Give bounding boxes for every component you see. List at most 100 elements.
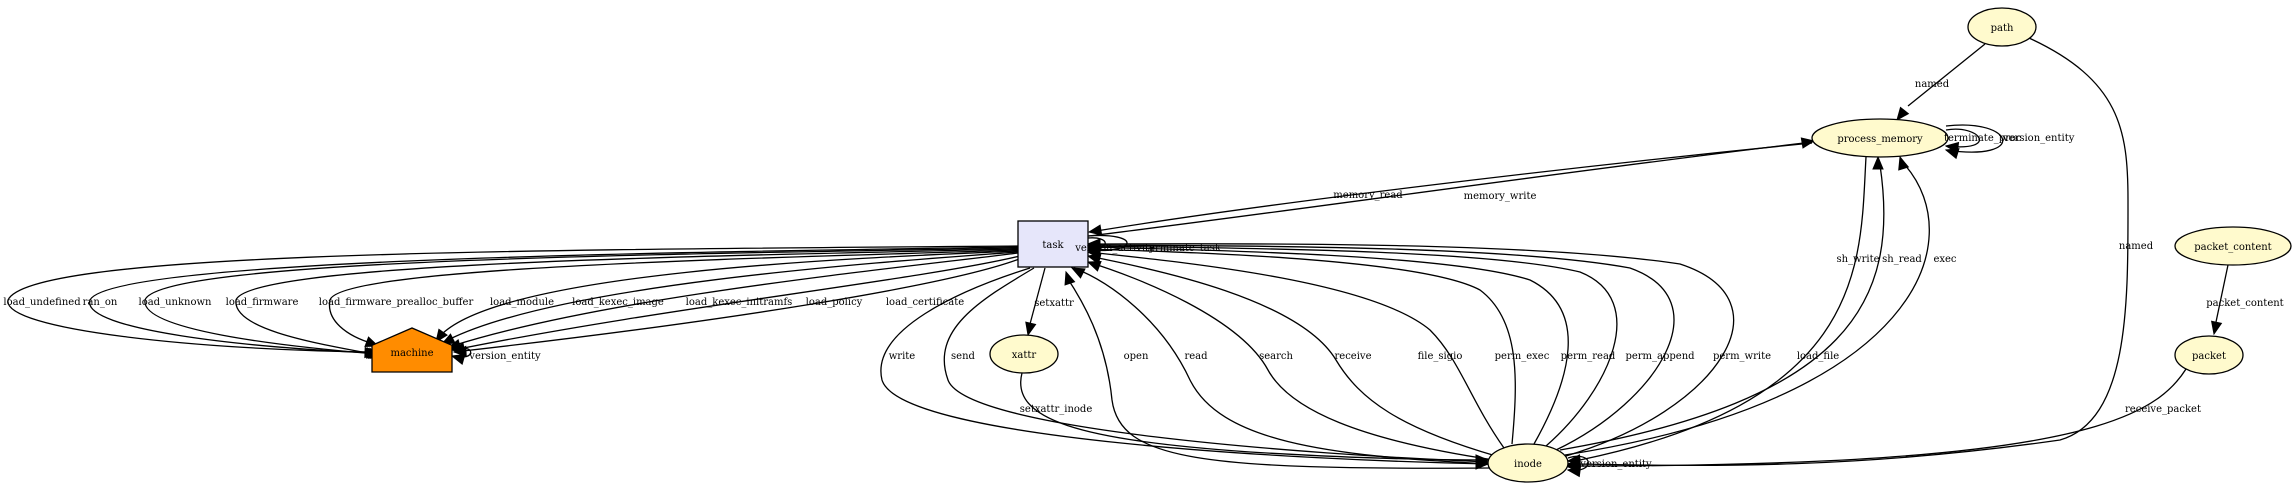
edge-arrowhead <box>1070 267 1086 279</box>
node-label: packet_content <box>2194 242 2271 253</box>
edge-line <box>451 252 1019 347</box>
node-label: task <box>1042 240 1064 251</box>
node-label: inode <box>1514 459 1542 470</box>
edge-process_memory-to-task <box>1087 142 1813 236</box>
node-inode[interactable]: inode <box>1487 443 1569 483</box>
edge-line <box>943 267 1489 463</box>
edge-label-sh-write: sh_write <box>1836 254 1879 265</box>
edge-arrowhead <box>450 353 466 365</box>
edge-xattr-to-inode <box>1020 372 1490 466</box>
edge-label-load-file: load_file <box>1797 351 1839 362</box>
edge-label-terminate-proc: terminate_proc <box>1944 133 2022 144</box>
edge-inode-to-task <box>1086 238 1735 457</box>
node-task[interactable]: task <box>1017 220 1089 268</box>
edge-arrowhead <box>1064 270 1076 286</box>
edge-label-load-undefined: load_undefined <box>3 297 81 308</box>
edge-inode-to-task <box>1086 243 1516 445</box>
edge-arrowhead <box>1896 106 1910 122</box>
edge-packet_content-to-packet <box>2210 264 2229 336</box>
edge-line <box>1579 156 1867 461</box>
edge-label-packet-content: packet_content <box>2206 298 2283 309</box>
node-shape-ellipse <box>2174 226 2292 266</box>
edge-line <box>1087 234 1128 252</box>
edge-line <box>1945 124 2004 153</box>
edge-arrowhead <box>1087 224 1103 236</box>
edge-line <box>447 251 1019 341</box>
edge-label-perm-read: perm_read <box>1561 351 1616 362</box>
node-label: process_memory <box>1837 134 1923 145</box>
edge-label-open: open <box>1124 351 1149 362</box>
edge-line <box>1564 164 1930 456</box>
edge-label-receive: receive <box>1335 351 1372 362</box>
edge-label-search: search <box>1259 351 1293 362</box>
edge-task-to-machine <box>452 257 1023 358</box>
edge-task-to-machine <box>435 250 1019 344</box>
node-shape-ellipse <box>2174 335 2244 375</box>
edge-line <box>1907 43 1986 107</box>
edge-inode-to-task <box>1070 267 1493 465</box>
edge-line <box>1089 142 1813 233</box>
edge-label-load-certificate: load_certificate <box>886 297 964 308</box>
edge-inode-to-task <box>1086 239 1675 451</box>
node-packet-content[interactable]: packet_content <box>2174 226 2292 266</box>
edges-layer <box>7 37 2229 478</box>
edge-line <box>880 267 1489 465</box>
node-process-memory[interactable]: process_memory <box>1811 118 1949 158</box>
edge-label-load-kexec-initramfs: load_kexec_initramfs <box>686 297 793 308</box>
edge-packet-to-inode <box>1564 368 2187 472</box>
node-shape-ellipse <box>1967 7 2037 47</box>
edge-line <box>1087 248 1516 445</box>
edge-label-named: named <box>1915 79 1950 90</box>
edge-line <box>1945 128 1980 148</box>
edge-line <box>1087 261 1495 461</box>
edge-line <box>1087 245 1618 447</box>
edge-process_memory-to-process_memory <box>1944 124 2004 160</box>
edge-label-file-sigio: file_sigio <box>1418 351 1463 362</box>
edge-path-to-process_memory <box>1896 43 1986 122</box>
edge-arrowhead <box>2210 320 2223 336</box>
edge-label-load-kexec-image: load_kexec_image <box>572 297 664 308</box>
edge-inode-to-process_memory <box>1559 155 1885 451</box>
node-label: machine <box>390 348 433 359</box>
edge-inode-to-task <box>1086 240 1618 447</box>
edge-label-load-unknown: load_unknown <box>139 297 213 308</box>
edge-label-receive-packet: receive_packet <box>2125 404 2201 415</box>
edge-label-perm-write: perm_write <box>1713 351 1771 362</box>
edge-label-load-module: load_module <box>490 297 554 308</box>
edge-line <box>1087 246 1569 445</box>
edge-arrowhead <box>1872 155 1884 170</box>
edge-label-sh-read: sh_read <box>1882 254 1922 265</box>
edge-label-ran-on: ran_on <box>83 297 118 308</box>
node-path[interactable]: path <box>1967 7 2037 47</box>
edge-arrowhead <box>1800 137 1816 149</box>
edge-arrowhead <box>1025 321 1037 337</box>
node-packet[interactable]: packet <box>2174 335 2244 375</box>
edge-line <box>1087 244 1675 451</box>
edge-label-memory-write: memory_write <box>1464 191 1537 202</box>
node-shape-ellipse <box>989 334 1059 374</box>
edge-label-version-activity: version_activity <box>1074 243 1155 254</box>
node-label: packet <box>2192 351 2226 362</box>
node-shape-house <box>371 327 453 373</box>
edge-label-read: read <box>1184 351 1208 362</box>
edge-label-version-entity: version_entity <box>2002 133 2075 144</box>
edge-line <box>7 245 1019 353</box>
edge-label-perm-exec: perm_exec <box>1495 351 1550 362</box>
edge-line <box>144 247 1019 355</box>
edge-line <box>1065 275 1491 469</box>
edge-label-write: write <box>889 351 916 362</box>
node-xattr[interactable]: xattr <box>989 334 1059 374</box>
edge-task-to-xattr <box>1025 267 1046 337</box>
edge-machine-to-machine <box>450 347 472 365</box>
edge-line <box>328 249 1019 345</box>
edge-label-version-entity: version_entity <box>468 351 541 362</box>
edge-inode-to-task <box>1086 247 1505 449</box>
node-shape-ellipse <box>1811 118 1949 158</box>
node-machine[interactable]: machine <box>371 327 453 373</box>
node-label: path <box>1991 23 2014 34</box>
edge-label-named: named <box>2119 241 2154 252</box>
edge-task-to-process_memory <box>1088 137 1816 237</box>
node-label: xattr <box>1012 350 1037 361</box>
